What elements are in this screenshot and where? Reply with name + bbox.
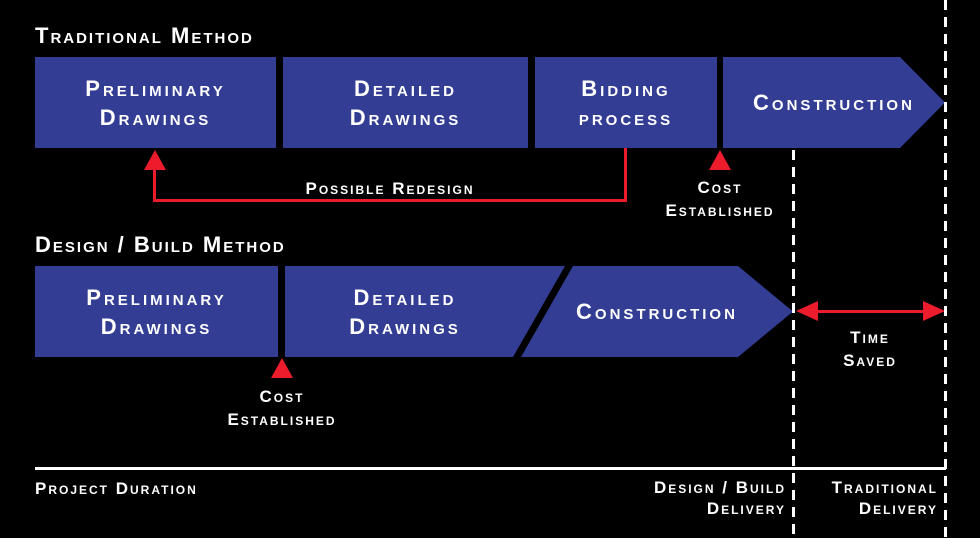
time-saved-label: Time Saved bbox=[843, 328, 897, 370]
arrow-left-icon bbox=[796, 301, 818, 321]
stage-label: Preliminary bbox=[86, 284, 227, 310]
cost-established-marker-icon bbox=[709, 150, 731, 170]
stage-label: Construction bbox=[753, 90, 915, 115]
design-build-method-heading: Design / Build Method bbox=[35, 232, 286, 257]
stage-label: Bidding bbox=[581, 75, 671, 101]
traditional-delivery-label: Traditional Delivery bbox=[831, 478, 938, 518]
stage-label: Drawings bbox=[99, 104, 212, 130]
cost-established-label-design-build: Cost Established bbox=[227, 387, 337, 429]
stage-label: Drawings bbox=[349, 104, 462, 130]
stage-label: Construction bbox=[576, 299, 738, 324]
cost-established-marker-icon bbox=[271, 358, 293, 378]
stage-bidding-process-traditional: Bidding process bbox=[535, 57, 717, 148]
stage-detailed-drawings-traditional: Detailed Drawings bbox=[283, 57, 528, 148]
arrow-right-icon bbox=[923, 301, 945, 321]
stage-label: process bbox=[578, 104, 674, 130]
stage-construction-design-build: Construction bbox=[521, 266, 793, 357]
stage-label: Detailed bbox=[354, 75, 457, 101]
stage-preliminary-drawings-design-build: Preliminary Drawings bbox=[35, 266, 278, 357]
redesign-connector-right-segment bbox=[624, 148, 627, 202]
stage-label: Drawings bbox=[349, 313, 461, 339]
stage-construction-traditional: Construction bbox=[723, 57, 945, 148]
stage-label: Detailed bbox=[353, 284, 457, 310]
arrow-up-icon bbox=[144, 150, 166, 170]
project-duration-axis-line bbox=[35, 467, 946, 470]
possible-redesign-label: Possible Redesign bbox=[305, 179, 475, 198]
redesign-connector-horizontal-segment bbox=[153, 199, 627, 202]
design-build-delivery-dashline bbox=[792, 150, 795, 538]
stage-preliminary-drawings-traditional: Preliminary Drawings bbox=[35, 57, 276, 148]
stage-label: Drawings bbox=[100, 313, 213, 339]
cost-established-label-traditional: Cost Established bbox=[665, 178, 775, 220]
traditional-delivery-dashline bbox=[944, 0, 947, 538]
stage-detailed-drawings-design-build: Detailed Drawings bbox=[285, 266, 565, 357]
design-build-delivery-label: Design / Build Delivery bbox=[653, 478, 786, 518]
project-duration-label: Project Duration bbox=[35, 479, 198, 498]
redesign-connector-left-segment bbox=[153, 168, 156, 202]
traditional-method-heading: Traditional Method bbox=[35, 23, 254, 48]
time-saved-arrow-line bbox=[814, 310, 926, 313]
stage-label: Preliminary bbox=[85, 75, 226, 101]
